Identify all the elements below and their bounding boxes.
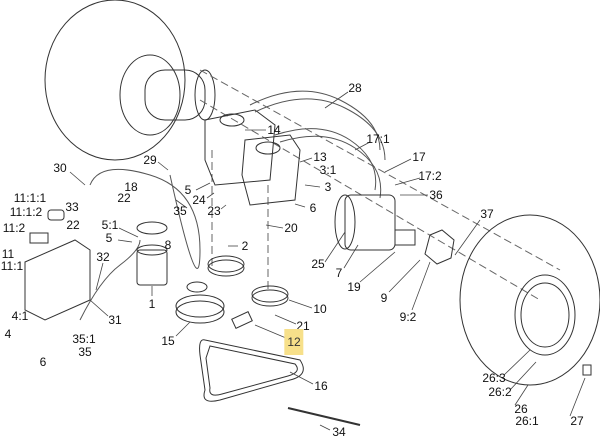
callout-11-2[interactable]: 11:2 [2,221,26,235]
hydro-pumps [204,109,301,206]
callout-24[interactable]: 24 [192,193,206,207]
callout-11-1[interactable]: 11:1 [0,259,24,273]
callout-5-1[interactable]: 5:1 [101,218,119,232]
callout-6[interactable]: 6 [309,201,317,215]
pulleys [175,255,289,329]
hydraulic-hoses [79,90,386,321]
callout-29[interactable]: 29 [143,153,157,167]
callout-22[interactable]: 22 [66,218,80,232]
callout-9-2[interactable]: 9:2 [399,310,417,324]
callout-35[interactable]: 35 [173,204,187,218]
callout-13[interactable]: 13 [313,150,327,164]
callout-2[interactable]: 2 [241,239,249,253]
callout-11-1-1[interactable]: 11:1:1 [13,191,47,205]
callout-5[interactable]: 5 [105,231,113,245]
callout-18[interactable]: 18 [124,180,138,194]
callout-19[interactable]: 19 [347,280,361,294]
rod [287,407,361,426]
callout-5[interactable]: 5 [184,183,192,197]
callout-8[interactable]: 8 [164,238,172,252]
callout-17-1[interactable]: 17:1 [366,132,390,146]
callout-26-2[interactable]: 26:2 [488,385,512,399]
callout-22[interactable]: 22 [117,191,131,205]
callout-9[interactable]: 9 [380,291,388,305]
callout-11[interactable]: 11 [1,247,15,261]
callout-23[interactable]: 23 [207,204,221,218]
callout-33[interactable]: 33 [65,200,79,214]
callout-36[interactable]: 36 [429,188,443,202]
callout-6[interactable]: 6 [39,355,47,369]
callout-4[interactable]: 4 [4,327,12,341]
callout-27[interactable]: 27 [570,414,584,428]
callout-15[interactable]: 15 [161,334,175,348]
callout-17-2[interactable]: 17:2 [418,169,442,183]
callout-3-1[interactable]: 3:1 [319,163,337,177]
callout-20[interactable]: 20 [284,221,298,235]
callout-17[interactable]: 17 [412,150,426,164]
callout-26[interactable]: 26 [514,402,528,416]
callout-28[interactable]: 28 [348,81,362,95]
callout-35[interactable]: 35 [78,345,92,359]
callout-26-1[interactable]: 26:1 [515,414,539,428]
oil-reservoir [24,209,91,321]
callout-31[interactable]: 31 [108,313,122,327]
wheel-motor [334,194,455,265]
leader-lines [69,91,586,431]
drive-belt [199,339,304,402]
callout-4-1[interactable]: 4:1 [11,309,29,323]
callout-3[interactable]: 3 [324,180,332,194]
callout-37[interactable]: 37 [480,207,494,221]
callout-10[interactable]: 10 [313,302,327,316]
callout-1[interactable]: 1 [148,297,156,311]
callout-26-3[interactable]: 26:3 [482,371,506,385]
oil-filter [136,221,168,286]
callout-16[interactable]: 16 [314,379,328,393]
front-tire [459,214,600,386]
callout-30[interactable]: 30 [53,161,67,175]
callout-32[interactable]: 32 [96,250,110,264]
callout-12[interactable]: 12 [284,329,304,355]
callout-7[interactable]: 7 [335,266,343,280]
rear-tire [44,0,216,161]
callout-14[interactable]: 14 [267,123,281,137]
drive-belt-inner [205,345,298,396]
callout-35-1[interactable]: 35:1 [72,332,96,346]
callout-11-1-2[interactable]: 11:1:2 [9,205,43,219]
callout-25[interactable]: 25 [311,257,325,271]
callout-34[interactable]: 34 [332,425,346,439]
